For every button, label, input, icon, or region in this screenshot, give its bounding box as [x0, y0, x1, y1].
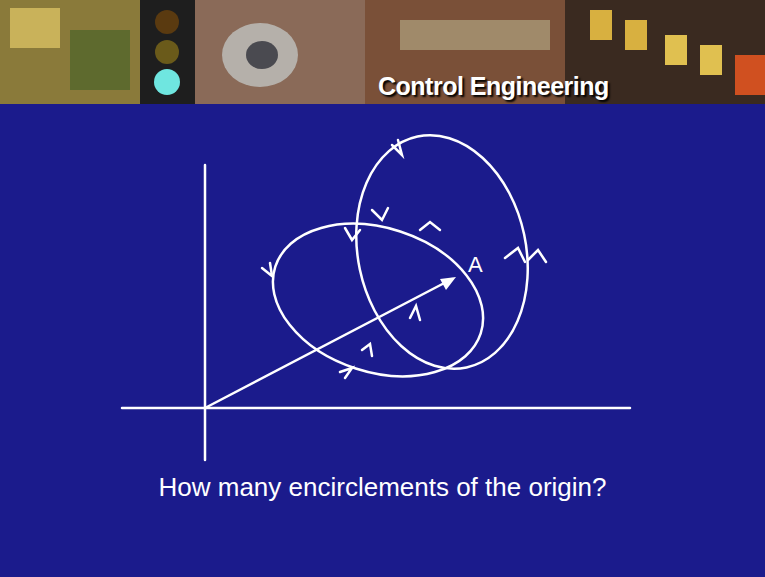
contour-1: [253, 198, 503, 402]
direction-arrow: [392, 140, 402, 155]
direction-arrow: [420, 222, 440, 230]
traffic-light: [155, 40, 179, 64]
direction-arrow: [262, 263, 272, 276]
banner-photo: [0, 0, 140, 104]
banner-photo: [246, 41, 278, 69]
traffic-light: [155, 10, 179, 34]
imag-axis: [204, 165, 207, 460]
banner-photo: [70, 30, 130, 90]
banner-photo: [10, 8, 60, 48]
banner-photo: [665, 35, 687, 65]
traffic-light: [140, 0, 195, 104]
direction-arrow: [340, 368, 352, 378]
banner-photo: [195, 0, 365, 104]
banner-photo: [400, 20, 550, 50]
banner-photo: [590, 10, 612, 40]
direction-arrow: [505, 248, 525, 262]
banner-photo: [700, 45, 722, 75]
arrowhead: [440, 277, 456, 290]
point-label: A: [468, 252, 483, 278]
real-axis: [122, 407, 630, 410]
direction-arrow: [528, 250, 546, 262]
banner-photo: [222, 23, 298, 87]
direction-arrow: [345, 228, 360, 240]
banner-title: Control Engineering: [378, 72, 609, 101]
banner-photo: [735, 55, 765, 95]
traffic-light: [154, 69, 180, 95]
direction-arrow: [362, 344, 372, 356]
direction-arrow: [372, 208, 388, 220]
direction-arrow: [410, 306, 420, 320]
banner-photo: [625, 20, 647, 50]
phasor-line: [205, 279, 452, 408]
contour-2: [335, 119, 548, 385]
question-caption: How many encirclements of the origin?: [159, 472, 607, 503]
banner: [0, 0, 765, 104]
